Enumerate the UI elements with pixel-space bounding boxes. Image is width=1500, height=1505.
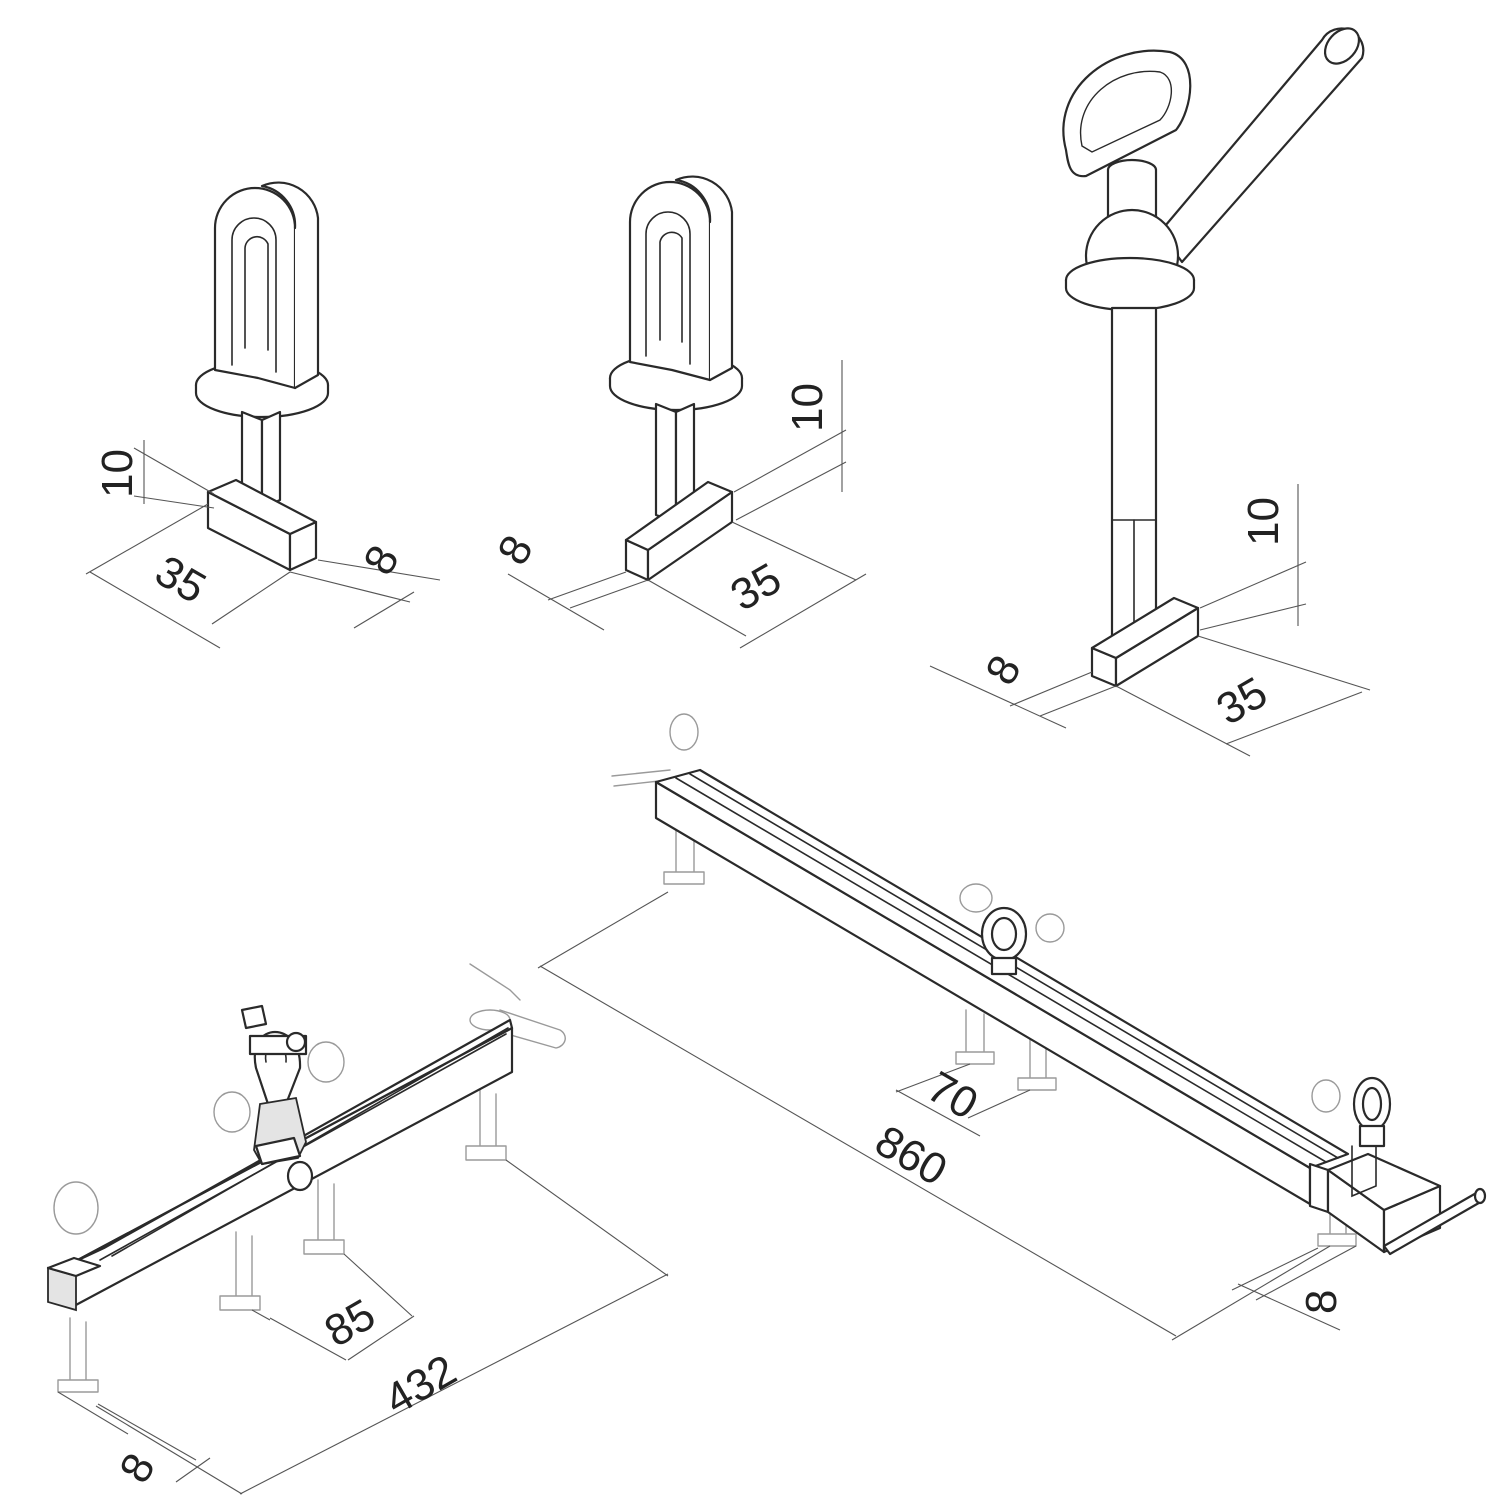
dim-bolt-c-length: 35 [1209,668,1276,735]
dim-bolt-a-width: 8 [354,537,409,583]
dim-bolt-a-length: 35 [147,546,214,613]
dim-long-rail-spacing: 70 [919,1062,986,1129]
eye-bolt-a [194,181,330,572]
dim-bolt-b-length: 35 [723,554,790,621]
swivel-ring-bolt-c [1062,27,1365,688]
dim-short-rail-length: 432 [377,1346,465,1425]
dim-short-rail-width: 8 [110,1445,165,1491]
eye-bolt-b [608,175,744,582]
dim-long-rail-length: 860 [867,1116,955,1195]
dimension-lines [57,360,1371,1495]
dim-bolt-a-height: 10 [93,449,142,498]
dim-short-rail-spacing: 85 [317,1290,384,1357]
dim-bolt-c-height: 10 [1239,497,1288,546]
long-rail-assembly [611,713,1487,1256]
dim-long-rail-width: 8 [1297,1290,1346,1314]
dim-bolt-b-height: 10 [783,383,832,432]
dim-bolt-b-width: 8 [488,527,543,573]
dim-bolt-c-width: 8 [976,647,1031,693]
short-rail-assembly [46,963,566,1393]
